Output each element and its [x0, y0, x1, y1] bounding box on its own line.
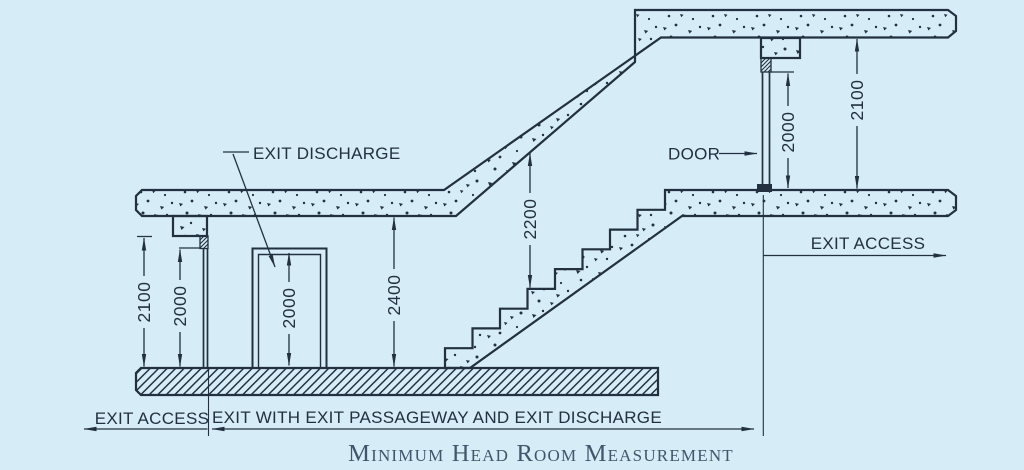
diagram-title: Minimum Head Room Measurement	[348, 440, 734, 467]
upper-door-head-beam	[759, 36, 802, 60]
left-door-leaf	[202, 248, 209, 368]
exit-discharge-leader-arrow	[232, 153, 276, 268]
dim-left-2100-value: 2100	[134, 282, 154, 323]
left-door-lintel-hatch	[199, 235, 209, 250]
left-door-head-beam	[171, 214, 209, 238]
exit-discharge-label: EXIT DISCHARGE	[253, 144, 400, 163]
dim-upper-2000-value: 2000	[778, 112, 798, 153]
dim-left-2000-value: 2000	[170, 286, 190, 327]
dim-label-masks	[133, 74, 868, 334]
ground-floor-slab	[134, 366, 660, 397]
exit-discharge-door-outer	[251, 247, 328, 369]
exit-access-right-label: EXIT ACCESS	[811, 234, 925, 253]
exit-passage-label: EXIT WITH EXIT PASSAGEWAY AND EXIT DISCH…	[212, 408, 662, 427]
upper-door-leaf	[761, 72, 771, 189]
upper-slab-structure	[134, 8, 958, 218]
door-label: DOOR	[668, 145, 720, 164]
dim-discharge-2000-value: 2000	[279, 288, 299, 329]
stair-flight-and-landing-slab	[443, 188, 958, 370]
exit-access-bottom-label: EXIT ACCESS	[95, 409, 209, 428]
dim-2200-value: 2200	[520, 199, 540, 240]
upper-door-lintel-hatch	[760, 57, 772, 73]
upper-door-threshold	[757, 184, 772, 192]
dim-2400-value: 2400	[384, 275, 404, 316]
dim-upper-2100-value: 2100	[847, 80, 867, 121]
dim-ticks	[137, 71, 794, 249]
